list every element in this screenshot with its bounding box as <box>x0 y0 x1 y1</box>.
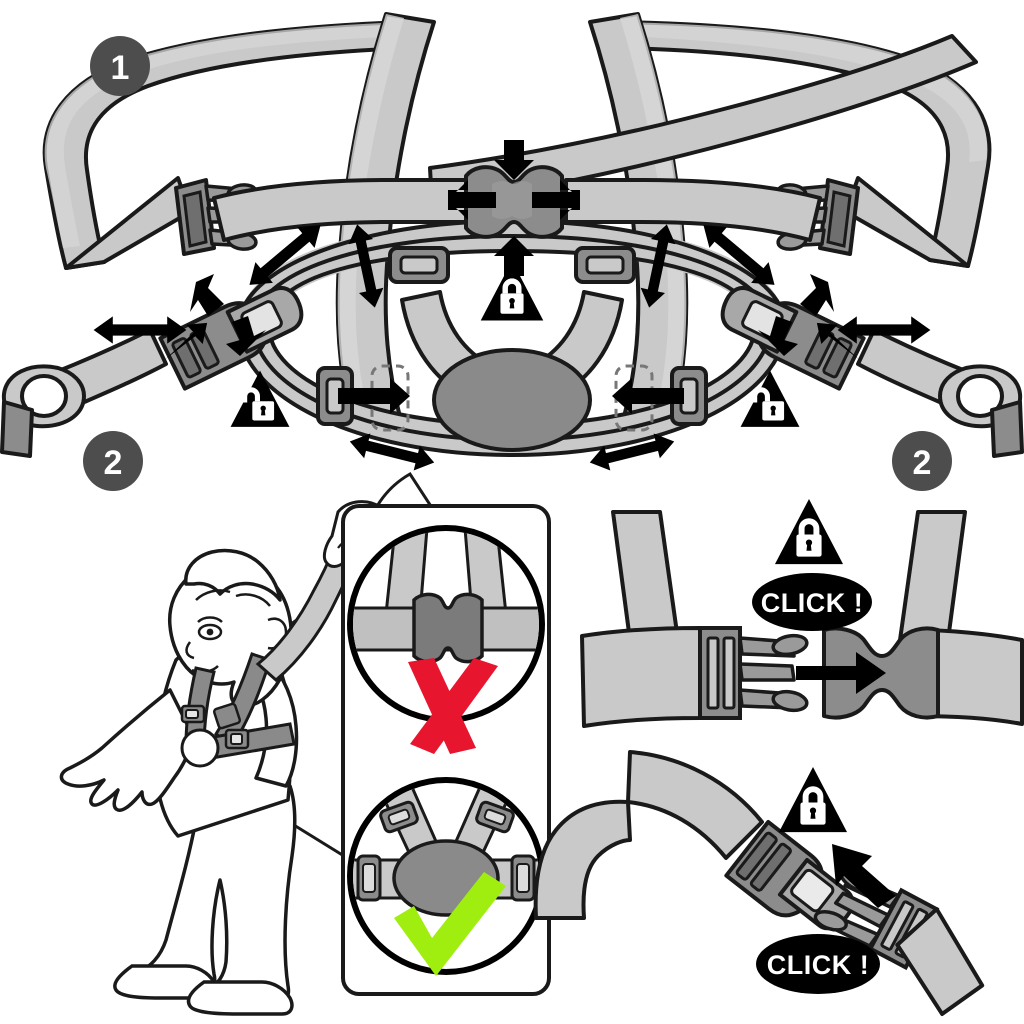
click-badge-chest-label: CLICK ! <box>761 588 863 618</box>
inset-incorrect <box>347 525 545 754</box>
trailing-strap-left <box>0 328 168 458</box>
arrow-down-center <box>2 2 98 38</box>
slider-left-shoulder <box>388 246 450 284</box>
click-panel-chest: CLICK ! <box>580 498 1024 728</box>
direction-arrows <box>2 2 931 475</box>
lock-icon-center <box>480 260 544 321</box>
child-harness-straps <box>180 545 359 768</box>
buckle-female-waist <box>724 819 855 931</box>
top-panel-harness: 1 2 2 <box>0 2 1024 491</box>
trailing-strap-right <box>856 328 1024 458</box>
step-badge-1: 1 <box>90 36 150 96</box>
click-badge-chest: CLICK ! <box>752 573 872 631</box>
step-badge-2-right-label: 2 <box>913 444 932 482</box>
lock-icon-chest-panel <box>774 498 844 565</box>
step-badge-2-left-label: 2 <box>104 444 123 482</box>
check-mark-icon <box>394 872 506 976</box>
click-badge-waist: CLICK ! <box>756 934 880 994</box>
step-badge-2-right: 2 <box>892 431 952 491</box>
slider-left-waist <box>316 366 354 426</box>
cross-mark-icon <box>408 658 498 754</box>
slider-right-waist <box>670 366 708 426</box>
cross-strap-upper <box>428 34 978 206</box>
step-badge-1-label: 1 <box>111 49 130 87</box>
slider-right-shoulder <box>574 246 636 284</box>
center-pad <box>432 348 592 452</box>
comparison-inset-panel <box>341 504 551 996</box>
click-panel-waist: CLICK ! <box>533 750 985 1016</box>
step-badge-2-left: 2 <box>83 431 143 491</box>
child-figure-panel <box>59 471 439 1016</box>
chest-buckle-center <box>464 165 564 239</box>
click-badge-waist-label: CLICK ! <box>767 950 869 980</box>
buckle-male-chest <box>698 626 809 720</box>
lock-icon-waist-panel <box>778 766 848 833</box>
